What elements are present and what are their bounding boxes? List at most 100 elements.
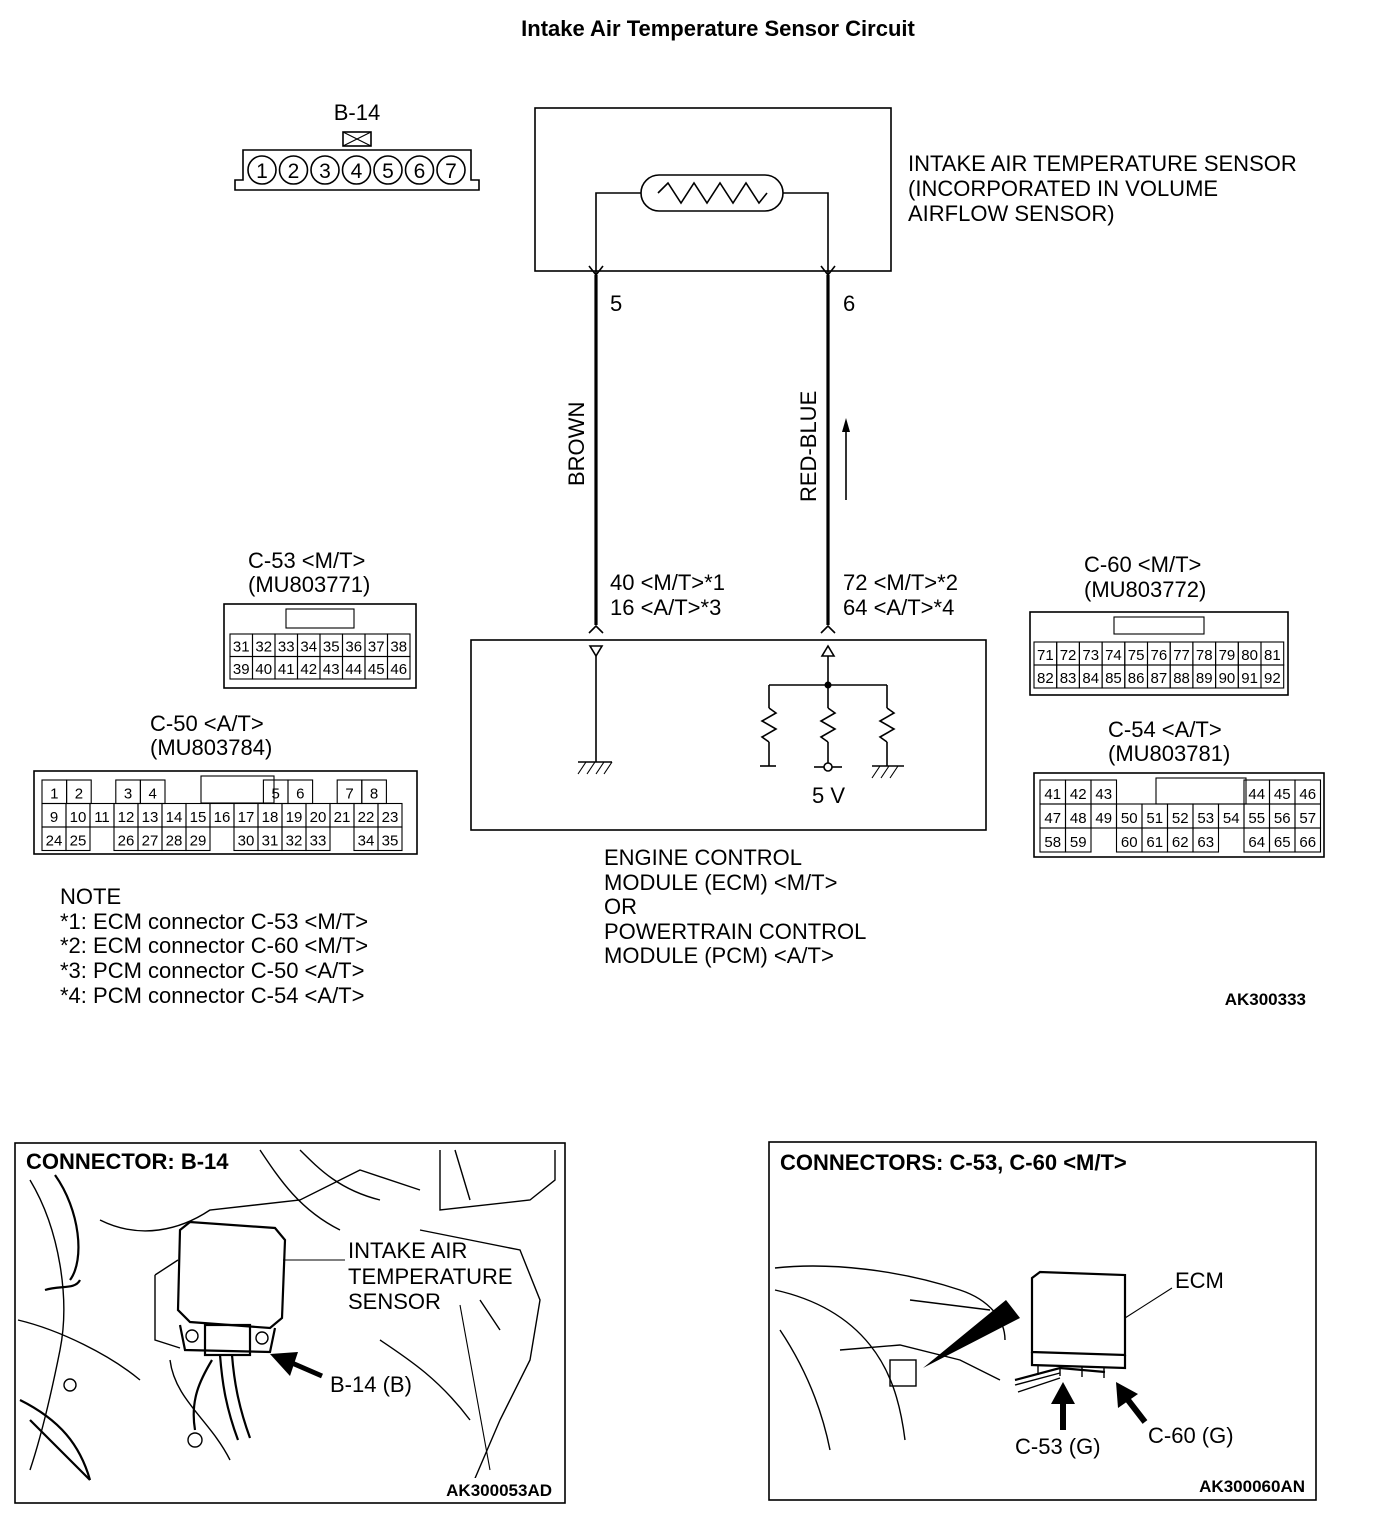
figure-code-top: AK300333: [1225, 990, 1306, 1009]
b14-pin-label: 1: [256, 160, 268, 183]
note-1: *1: ECM connector C-53 <M/T>: [60, 909, 368, 934]
c60-pin-label: 78: [1196, 647, 1213, 664]
c50-pin-label: 8: [370, 786, 378, 803]
c50-pin-label: 24: [46, 833, 63, 850]
c60-pin-label: 76: [1151, 647, 1168, 664]
c50-pin-label: 23: [382, 809, 399, 826]
sensor-label-line-1: INTAKE AIR TEMPERATURE SENSOR: [908, 151, 1297, 176]
b14-pin-label: 2: [288, 160, 300, 183]
c60-pin-label: 86: [1128, 670, 1145, 687]
c53-pin-label: 31: [233, 639, 250, 656]
c53-pin-label: 34: [300, 639, 317, 656]
c54-pin-label: 41: [1044, 786, 1061, 803]
c50-pin-label: 28: [166, 833, 183, 850]
c50-pin-label: 19: [286, 809, 303, 826]
c54-pin-label: 52: [1172, 810, 1189, 827]
c50-pin-label: 18: [262, 809, 279, 826]
c60-pin-label: 82: [1037, 670, 1054, 687]
c60-pin-label: 83: [1060, 670, 1077, 687]
c50-pin-label: 1: [50, 786, 58, 803]
c50-cavity: [377, 826, 403, 852]
c54-pin-label: 64: [1248, 834, 1265, 851]
ecm-unit-drawing: [1030, 1270, 1127, 1357]
c54-cavity: [1192, 827, 1220, 853]
c60-pin-label: 87: [1151, 670, 1168, 687]
c50-pin-label: 12: [118, 809, 135, 826]
b14-pin-label: 6: [414, 160, 426, 183]
b14-arrow: [291, 1360, 323, 1379]
c53-pin-label: 42: [300, 661, 317, 678]
ecm-pin-right-line-1: 72 <M/T>*2: [843, 570, 958, 595]
c50-pin-label: 35: [382, 833, 399, 850]
c54-pin-label: 65: [1274, 834, 1291, 851]
c50-pin-label: 7: [345, 786, 353, 803]
panel-right-c53-label: C-53 (G): [1015, 1434, 1101, 1459]
c53-cavity: [386, 655, 411, 680]
c50-cavity: [305, 826, 331, 852]
c60-pin-label: 81: [1264, 647, 1281, 664]
c50-pin-label: 5: [272, 786, 280, 803]
ecm-label-line-4: POWERTRAIN CONTROL: [604, 919, 866, 944]
note-3: *3: PCM connector C-50 <A/T>: [60, 958, 364, 983]
wire-color-red-blue: RED-BLUE: [796, 391, 821, 502]
connector-c53-name: C-53 <M/T>: [248, 548, 365, 573]
c50-pin-label: 27: [142, 833, 159, 850]
panel-left-callout-1: INTAKE AIR: [348, 1238, 467, 1263]
thermistor-symbol: [657, 181, 768, 205]
ecm-pin-left-line-2: 16 <A/T>*3: [610, 595, 721, 620]
c54-pin-label: 57: [1299, 810, 1316, 827]
c54-pin-label: 56: [1274, 810, 1291, 827]
c50-pin-label: 22: [358, 809, 375, 826]
connector-c53-part: (MU803771): [248, 572, 370, 597]
supply-terminal: [823, 762, 833, 772]
ecm-label-line-2: MODULE (ECM) <M/T>: [604, 870, 837, 895]
panel-right-code: AK300060AN: [1199, 1477, 1305, 1496]
c50-pin-label: 30: [238, 833, 255, 850]
c54-pin-label: 50: [1121, 810, 1138, 827]
c50-cavity: [185, 826, 211, 852]
resistor-center: [819, 707, 837, 743]
c60-pin-label: 90: [1219, 670, 1236, 687]
panel-left-title: CONNECTOR: B-14: [26, 1149, 229, 1174]
c50-pin-label: 14: [166, 809, 183, 826]
c53-pin-label: 37: [368, 639, 385, 656]
c53-pin-label: 41: [278, 661, 295, 678]
c54-pin-label: 66: [1299, 834, 1316, 851]
panel-right-ecm-label: ECM: [1175, 1268, 1224, 1293]
intake-air-temperature-sensor: INTAKE AIR TEMPERATURE SENSOR (INCORPORA…: [534, 107, 1297, 277]
c60-pin-label: 89: [1196, 670, 1213, 687]
resistor-left: [760, 707, 778, 743]
ecm-label-line-5: MODULE (PCM) <A/T>: [604, 943, 834, 968]
c54-pin-label: 49: [1095, 810, 1112, 827]
c50-pin-label: 33: [310, 833, 327, 850]
c50-pin-label: 2: [75, 786, 83, 803]
ecm-label-line-3: OR: [604, 894, 637, 919]
c50-pin-label: 29: [190, 833, 207, 850]
sensor-label-line-3: AIRFLOW SENSOR): [908, 201, 1115, 226]
c60-pin-label: 91: [1241, 670, 1258, 687]
b14-pin: [373, 155, 403, 185]
c50-pin-label: 15: [190, 809, 207, 826]
c50-pin-label: 4: [149, 786, 157, 803]
c54-pin-label: 51: [1146, 810, 1163, 827]
c54-pin-label: 55: [1248, 810, 1265, 827]
c54-pin-label: 59: [1070, 834, 1087, 851]
panel-right-c60-label: C-60 (G): [1148, 1423, 1234, 1448]
sensor-pin-5: 5: [610, 291, 622, 316]
connector-c54-part: (MU803781): [1108, 741, 1230, 766]
ecm-pin-left-line-1: 40 <M/T>*1: [610, 570, 725, 595]
b14-pin-label: 5: [382, 160, 394, 183]
ecm-pin-right-line-2: 64 <A/T>*4: [843, 595, 954, 620]
sensor-body-drawing: [176, 1220, 287, 1330]
c53-pin-label: 45: [368, 661, 385, 678]
c54-pin-label: 46: [1299, 786, 1316, 803]
supply-voltage: 5 V: [812, 783, 845, 808]
ecm-label-line-1: ENGINE CONTROL: [604, 845, 802, 870]
panel-left-callout-2: TEMPERATURE: [348, 1264, 513, 1289]
c53-pin-label: 43: [323, 661, 340, 678]
